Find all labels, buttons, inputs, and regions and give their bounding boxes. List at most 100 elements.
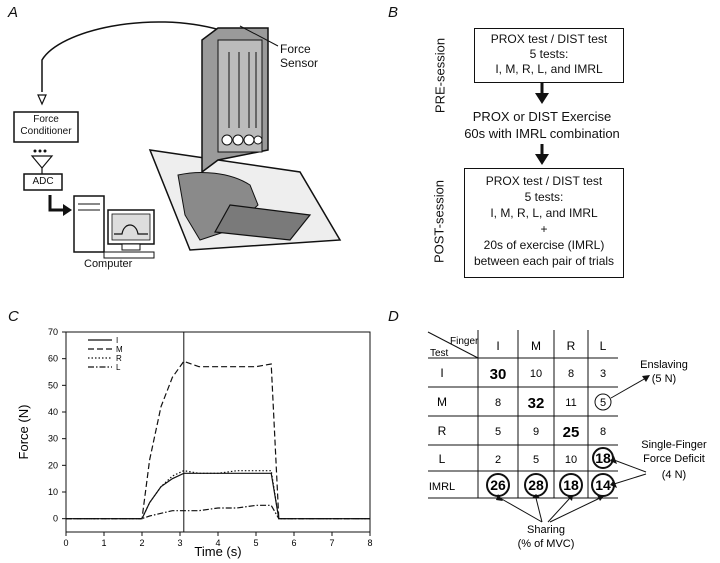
x-tick-label: 8 <box>367 538 372 548</box>
deficit-label: Single-Finger <box>641 439 707 451</box>
force-conditioner-box <box>13 111 79 143</box>
table-cell: 32 <box>528 395 545 412</box>
sensor-cable <box>41 21 221 92</box>
x-tick-label: 5 <box>253 538 258 548</box>
table-cell: 10 <box>530 368 542 380</box>
row-header: R <box>438 424 447 438</box>
arrow-down-icon <box>535 83 549 104</box>
x-tick-label: 0 <box>63 538 68 548</box>
corner-finger-label: Finger <box>450 336 479 347</box>
table-cell: 5 <box>600 397 606 409</box>
series-line-l <box>66 504 370 520</box>
table-cell: 14 <box>595 477 611 493</box>
x-tick-label: 2 <box>139 538 144 548</box>
y-tick-label: 70 <box>48 327 58 337</box>
post-session-box: PROX test / DIST test 5 tests: I, M, R, … <box>464 168 624 278</box>
adc-label: ADC <box>32 176 54 187</box>
x-tick-label: 4 <box>215 538 220 548</box>
y-tick-label: 60 <box>48 354 58 364</box>
sharing-unit: (% of MVC) <box>518 538 575 550</box>
panel-letter-d: D <box>388 308 399 325</box>
y-tick-label: 10 <box>48 487 58 497</box>
bent-arrow-icon <box>48 195 64 212</box>
table-cell: 8 <box>568 368 574 380</box>
y-tick-label: 20 <box>48 460 58 470</box>
y-axis-label: Force (N) <box>16 405 31 460</box>
sharing-arrow <box>547 497 571 523</box>
table-cell: 11 <box>565 397 576 409</box>
x-tick-label: 7 <box>329 538 334 548</box>
arrow-down-icon <box>535 144 549 165</box>
apparatus-illustration <box>13 21 342 259</box>
table-cell: 8 <box>600 426 606 438</box>
computer-tower-icon <box>73 195 105 253</box>
x-tick-label: 3 <box>177 538 182 548</box>
sharing-arrow <box>499 497 543 523</box>
y-tick-label: 40 <box>48 407 58 417</box>
table-cell: 9 <box>533 426 539 438</box>
table-cell: 25 <box>563 424 580 441</box>
row-header: IMRL <box>429 481 455 493</box>
y-tick-label: 30 <box>48 434 58 444</box>
col-header: L <box>600 339 607 353</box>
force-conditioner-label: Force Conditioner <box>20 114 72 137</box>
hand-illustration <box>177 171 259 241</box>
enslaving-circle <box>594 393 612 411</box>
x-tick-label: 1 <box>101 538 106 548</box>
force-sensor-label: Force Sensor <box>280 42 319 70</box>
col-header: I <box>496 339 499 353</box>
series-line-r <box>66 470 370 520</box>
table-cell: 30 <box>490 366 507 383</box>
table-cell: 3 <box>600 368 606 380</box>
table-cell: 10 <box>565 454 577 466</box>
legend-label: I <box>116 336 118 345</box>
computer-label: Computer <box>84 258 133 270</box>
deficit-label: Force Deficit <box>643 453 705 465</box>
post-session-label-wrap: POST-session <box>428 166 447 276</box>
corner-test-label: Test <box>430 348 449 359</box>
table-cell: 26 <box>490 477 506 493</box>
table-cell: 8 <box>495 397 501 409</box>
arrow-icon <box>37 94 47 106</box>
table-cell: 5 <box>495 426 501 438</box>
row-header: I <box>440 366 443 380</box>
exercise-text: PROX or DIST Exercise 60s with IMRL comb… <box>464 109 620 141</box>
row-header: M <box>437 395 447 409</box>
col-header: M <box>531 339 541 353</box>
table-cell: 2 <box>495 454 501 466</box>
row-header: L <box>439 452 446 466</box>
sharing-arrow <box>535 497 543 523</box>
panel-letter-c: C <box>8 308 19 325</box>
adc-box <box>23 173 63 191</box>
sharing-table-figure: Finger Test I M R L I M R L IMRL 30 10 8… <box>427 330 707 550</box>
x-axis-label: Time (s) <box>194 544 241 559</box>
legend-label: R <box>116 354 122 363</box>
deficit-value: (4 N) <box>662 469 686 481</box>
post-session-label: POST-session <box>431 179 447 264</box>
table-cell: 5 <box>533 454 539 466</box>
table-grid <box>427 330 618 499</box>
col-header: R <box>567 339 576 353</box>
enslaving-value: (5 N) <box>652 373 676 385</box>
sharing-label: Sharing <box>527 524 565 536</box>
sharing-arrow <box>549 497 601 523</box>
table-cell: 18 <box>595 450 611 466</box>
deficit-arrow <box>613 473 647 485</box>
enslaving-arrow <box>610 377 647 399</box>
arm-rest <box>214 204 312 241</box>
y-tick-label: 0 <box>53 514 58 524</box>
chart-legend: IMRL <box>88 336 123 372</box>
deficit-arrow <box>613 459 647 473</box>
series-line-i <box>66 472 370 520</box>
series-line-m <box>66 360 370 520</box>
table-cell: 18 <box>563 477 579 493</box>
table-cell: 28 <box>528 477 544 493</box>
pre-session-box: PROX test / DIST test 5 tests: I, M, R, … <box>474 28 624 83</box>
legend-label: M <box>116 345 123 354</box>
plot-frame <box>65 331 371 533</box>
x-tick-label: 6 <box>291 538 296 548</box>
panel-letter-a: A <box>8 4 19 21</box>
enslaving-label: Enslaving <box>640 359 688 371</box>
panel-letter-b: B <box>388 4 399 21</box>
